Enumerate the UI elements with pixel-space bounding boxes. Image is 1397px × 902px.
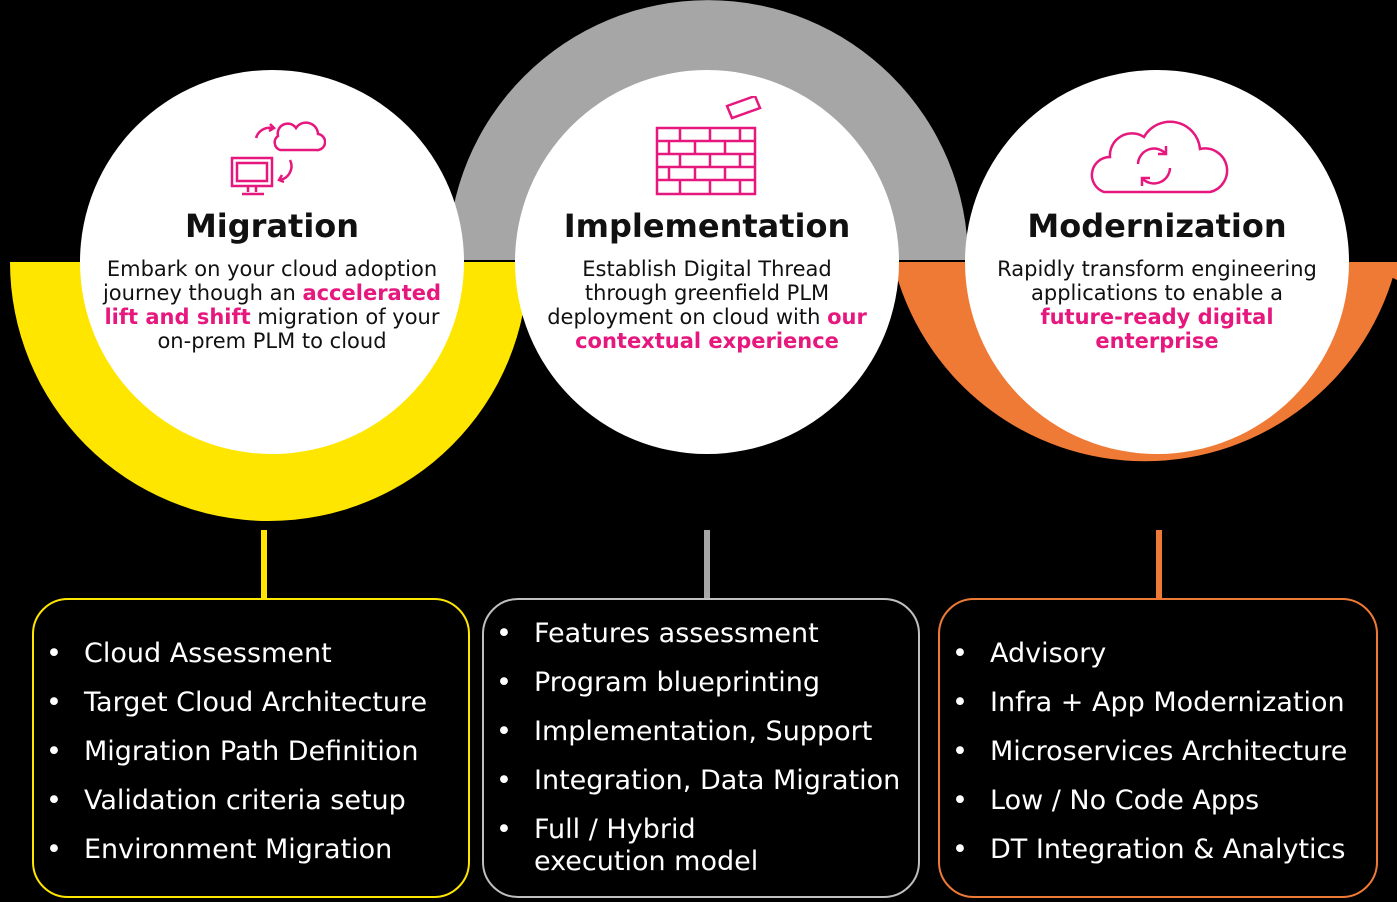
implementation-circle: [515, 70, 899, 454]
implementation-connector: [704, 530, 710, 600]
brick-wall-icon: [655, 96, 762, 196]
list-item: Implementation, Support: [484, 716, 918, 748]
migration-desc-text-2: migration of your on-prem PLM to cloud: [157, 305, 440, 353]
implementation-desc-highlight: our contextual experience: [575, 305, 867, 353]
list-item: Advisory: [940, 638, 1376, 670]
modernization-text-block: Modernization Rapidly transform engineer…: [997, 207, 1317, 353]
list-item: Integration, Data Migration: [484, 765, 918, 797]
list-item: Program blueprinting: [484, 667, 918, 699]
modernization-circle: [965, 70, 1349, 454]
list-item: Cloud Assessment: [34, 638, 468, 670]
implementation-text-block: Implementation Establish Digital Thread …: [547, 207, 867, 353]
cloud-sync-icon: [1090, 120, 1229, 194]
modernization-desc-text-1: Rapidly transform engineering applicatio…: [997, 257, 1317, 305]
list-item: Validation criteria setup: [34, 785, 468, 817]
list-item: Target Cloud Architecture: [34, 687, 468, 719]
list-item: Migration Path Definition: [34, 736, 468, 768]
modernization-connector: [1156, 530, 1162, 600]
list-item: Infra + App Modernization: [940, 687, 1376, 719]
list-item: Environment Migration: [34, 834, 468, 866]
migration-title: Migration: [184, 207, 360, 245]
implementation-desc-text-1: Establish Digital Thread through greenfi…: [547, 257, 832, 329]
migration-text-block: Migration Embark on your cloud adoption …: [102, 207, 442, 353]
modernization-services-list: Advisory Infra + App Modernization Micro…: [940, 638, 1376, 866]
modernization-description: Rapidly transform engineering applicatio…: [997, 257, 1317, 353]
implementation-services-box: Features assessment Program blueprinting…: [482, 598, 920, 898]
implementation-services-list: Features assessment Program blueprinting…: [484, 618, 918, 878]
modernization-services-box: Advisory Infra + App Modernization Micro…: [938, 598, 1378, 898]
migration-description: Embark on your cloud adoption journey th…: [102, 257, 442, 353]
cloud-migration-monitor-icon: [230, 121, 326, 196]
migration-desc-highlight: accelerated lift and shift: [104, 281, 442, 329]
implementation-title: Implementation: [563, 207, 851, 245]
migration-desc-text-1: Embark on your cloud adoption journey th…: [102, 257, 438, 305]
modernization-title: Modernization: [1027, 207, 1287, 245]
migration-services-box: Cloud Assessment Target Cloud Architectu…: [32, 598, 470, 898]
list-item: Microservices Architecture: [940, 736, 1376, 768]
list-item: Features assessment: [484, 618, 918, 650]
implementation-description: Establish Digital Thread through greenfi…: [547, 257, 867, 353]
modernization-desc-highlight: future-ready digital enterprise: [1040, 305, 1274, 353]
migration-connector: [261, 530, 267, 600]
migration-circle: [80, 70, 464, 454]
list-item: DT Integration & Analytics: [940, 834, 1376, 866]
list-item: Low / No Code Apps: [940, 785, 1376, 817]
list-item: Full / Hybrid execution model: [484, 814, 834, 878]
migration-services-list: Cloud Assessment Target Cloud Architectu…: [34, 638, 468, 866]
